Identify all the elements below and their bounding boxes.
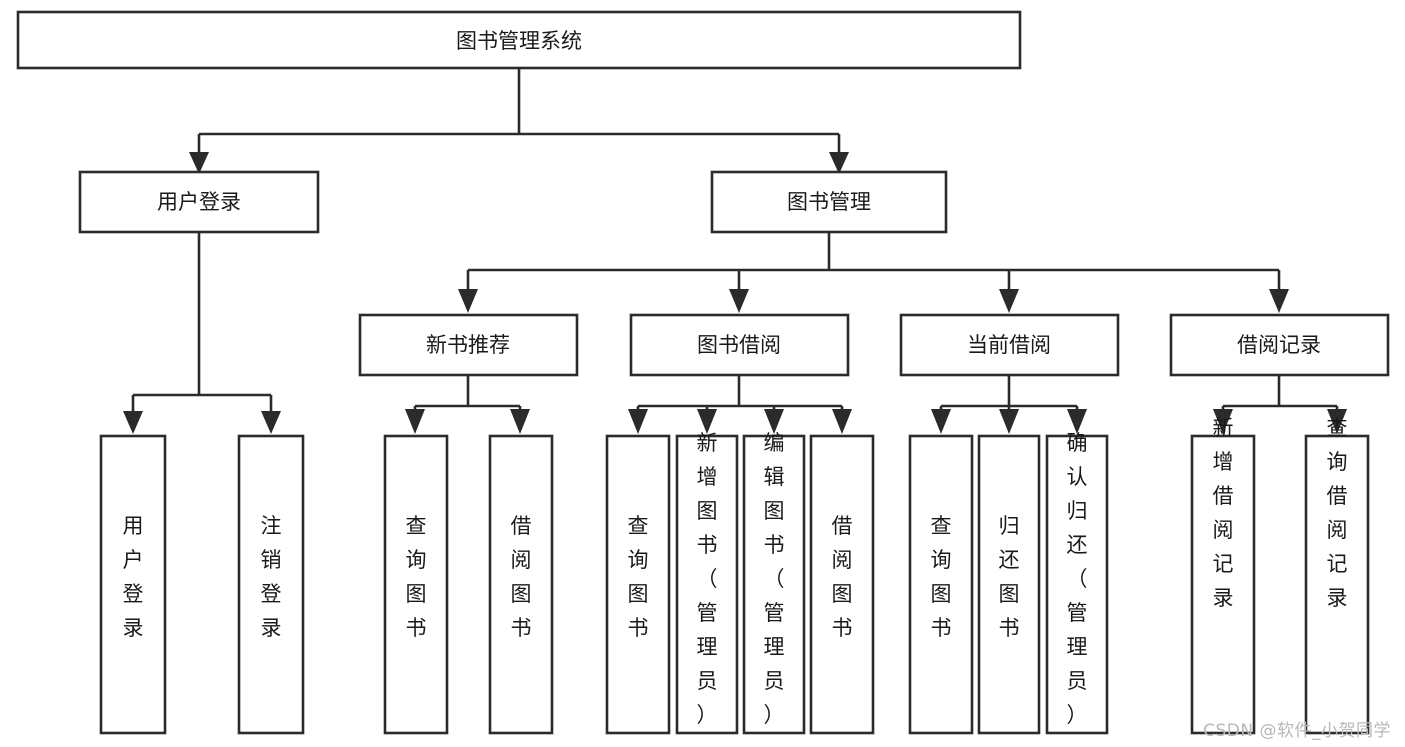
node-leaf-query-book-b[interactable]: 查询图书	[605, 434, 671, 735]
arrowhead-to-leaf-1	[123, 411, 143, 434]
node-leaf-9-label: 查询图书	[931, 514, 952, 640]
arrowhead-to-leaf-13	[1327, 409, 1347, 434]
node-root-label: 图书管理系统	[456, 29, 582, 53]
node-leaf-add-book-admin[interactable]: 新增图书（管理员）	[675, 431, 739, 735]
edge-root-bus	[197, 68, 841, 155]
node-leaf-7-box[interactable]	[742, 434, 806, 735]
node-leaf-1-label: 用户登录	[123, 514, 144, 640]
arrowhead-to-leaf-2	[261, 411, 281, 434]
node-leaf-4-box[interactable]	[488, 434, 554, 735]
arrowhead-to-book-mgmt	[829, 152, 849, 174]
arrowhead-to-leaf-12	[1213, 409, 1233, 434]
arrowhead-to-current-borrow	[999, 289, 1019, 313]
edge-borrowrecord-bus	[1221, 375, 1339, 414]
arrowhead-to-leaf-4	[510, 409, 530, 434]
node-leaf-11-box[interactable]	[1045, 434, 1109, 735]
node-current-borrow-label: 当前借阅	[967, 333, 1051, 357]
node-current-borrow-box[interactable]	[899, 313, 1120, 377]
node-leaf-10-box[interactable]	[977, 434, 1041, 735]
node-leaf-3-box[interactable]	[383, 434, 449, 735]
node-leaf-13-box[interactable]	[1304, 434, 1370, 735]
node-leaf-7-label: 编辑图书（管理员）	[764, 431, 785, 727]
node-leaf-8-label: 借阅图书	[832, 514, 853, 640]
arrowhead-to-leaf-11	[1067, 409, 1087, 434]
arrowhead-to-leaf-6	[697, 409, 717, 434]
node-user-login-box[interactable]	[78, 170, 320, 234]
connector-layer	[123, 68, 1347, 434]
node-leaf-edit-book-admin[interactable]: 编辑图书（管理员）	[742, 431, 806, 735]
node-user-login-label: 用户登录	[157, 190, 241, 214]
node-leaf-add-borrow-record[interactable]: 新增借阅记录	[1190, 416, 1256, 735]
node-book-management-label: 图书管理	[787, 190, 871, 214]
node-leaf-5-box[interactable]	[605, 434, 671, 735]
arrowhead-to-new-book-rec	[458, 289, 478, 313]
arrowhead-to-leaf-5	[628, 409, 648, 434]
node-leaf-query-book-a[interactable]: 查询图书	[383, 434, 449, 735]
edge-currentborrow-bus	[939, 375, 1079, 414]
node-leaf-6-box[interactable]	[675, 434, 739, 735]
node-leaf-13-label: 查询借阅记录	[1327, 416, 1348, 610]
arrowhead-to-leaf-8	[832, 409, 852, 434]
arrowhead-to-leaf-9	[931, 409, 951, 434]
edge-userlogin-bus	[131, 232, 273, 414]
node-leaf-4-label: 借阅图书	[511, 514, 532, 640]
node-leaf-confirm-return-admin[interactable]: 确认归还（管理员）	[1045, 431, 1109, 735]
edge-newbookrec-bus	[413, 375, 522, 414]
node-book-borrow[interactable]: 图书借阅	[629, 313, 850, 377]
node-leaf-logout[interactable]: 注销登录	[237, 434, 305, 735]
node-current-borrow[interactable]: 当前借阅	[899, 313, 1120, 377]
node-leaf-5-label: 查询图书	[628, 514, 649, 640]
node-borrow-record-label: 借阅记录	[1237, 333, 1321, 357]
node-leaf-borrow-book-a[interactable]: 借阅图书	[488, 434, 554, 735]
node-user-login[interactable]: 用户登录	[78, 170, 320, 234]
node-book-management[interactable]: 图书管理	[710, 170, 948, 234]
node-new-book-recommend[interactable]: 新书推荐	[358, 313, 579, 377]
node-leaf-8-box[interactable]	[809, 434, 875, 735]
node-new-book-recommend-box[interactable]	[358, 313, 579, 377]
node-leaf-12-box[interactable]	[1190, 434, 1256, 735]
node-leaf-3-label: 查询图书	[406, 514, 427, 640]
node-leaf-query-borrow-record[interactable]: 查询借阅记录	[1304, 416, 1370, 735]
arrowhead-to-user-login	[189, 152, 209, 174]
node-leaf-11-label: 确认归还（管理员）	[1067, 431, 1088, 727]
node-leaf-borrow-book-b[interactable]: 借阅图书	[809, 434, 875, 735]
arrowhead-to-borrow-record	[1269, 289, 1289, 313]
node-leaf-6-label: 新增图书（管理员）	[697, 431, 718, 727]
node-borrow-record[interactable]: 借阅记录	[1169, 313, 1390, 377]
node-root-box[interactable]	[16, 10, 1022, 70]
node-borrow-record-box[interactable]	[1169, 313, 1390, 377]
node-leaf-10-label: 归还图书	[999, 514, 1020, 640]
edge-bookborrow-bus	[636, 375, 844, 414]
csdn-watermark: CSDN @软件_小贺同学	[1203, 721, 1391, 741]
arrowhead-to-leaf-10	[999, 409, 1019, 434]
node-book-borrow-box[interactable]	[629, 313, 850, 377]
node-leaf-return-book[interactable]: 归还图书	[977, 434, 1041, 735]
node-book-management-box[interactable]	[710, 170, 948, 234]
arrowhead-to-leaf-7	[764, 409, 784, 434]
edge-bookmgmt-bus	[466, 232, 1281, 292]
node-leaf-query-book-c[interactable]: 查询图书	[908, 434, 974, 735]
node-leaf-12-label: 新增借阅记录	[1213, 416, 1234, 610]
node-new-book-recommend-label: 新书推荐	[426, 333, 510, 357]
node-leaf-1-box[interactable]	[99, 434, 167, 735]
node-leaf-2-label: 注销登录	[261, 514, 282, 640]
node-root[interactable]: 图书管理系统	[16, 10, 1022, 70]
node-book-borrow-label: 图书借阅	[697, 333, 781, 357]
node-leaf-2-box[interactable]	[237, 434, 305, 735]
arrowhead-to-book-borrow	[729, 289, 749, 313]
node-leaf-9-box[interactable]	[908, 434, 974, 735]
node-leaf-user-login[interactable]: 用户登录	[99, 434, 167, 735]
arrowhead-to-leaf-3	[405, 409, 425, 434]
